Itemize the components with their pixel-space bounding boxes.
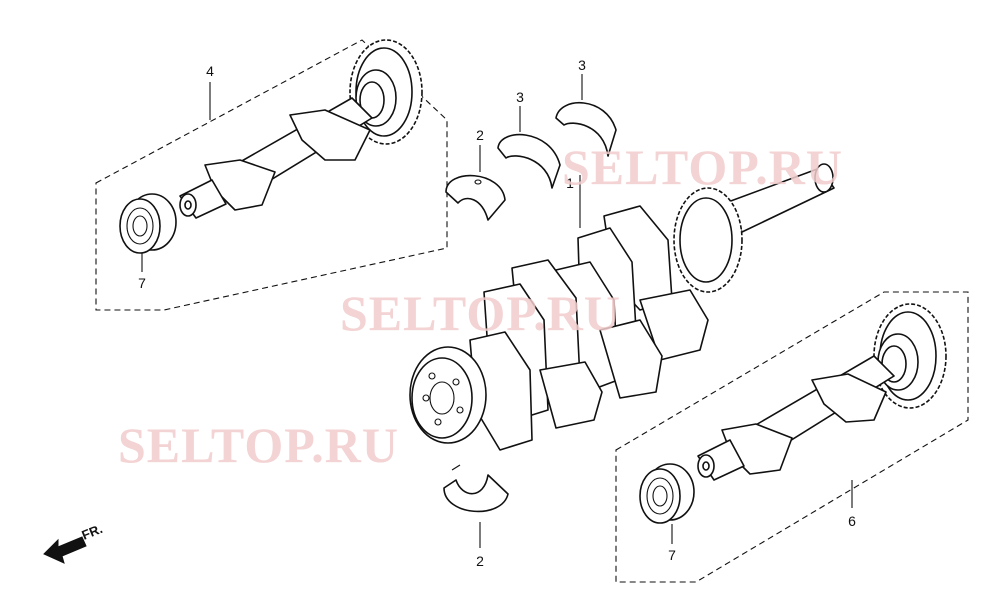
callout-7-lower: 7: [668, 547, 676, 563]
balancer-upper-group: 4 7: [95, 39, 448, 311]
direction-label: FR.: [80, 521, 105, 543]
group-outline-lower: [615, 291, 969, 583]
ball-bearing-lower: [639, 463, 695, 524]
bearing-upper: 2: [445, 127, 506, 221]
callout-3-b: 3: [578, 57, 586, 73]
watermark-top: SELTOP.RU: [562, 139, 843, 195]
callout-6: 6: [848, 513, 856, 529]
callout-4: 4: [206, 63, 214, 79]
arrow-icon: [43, 536, 87, 564]
callout-3-a: 3: [516, 89, 524, 105]
watermark-bottom: SELTOP.RU: [118, 417, 399, 473]
group-outline-upper: [95, 39, 448, 311]
bearing-lower: 2: [443, 464, 509, 569]
callout-7-upper: 7: [138, 275, 146, 291]
ball-bearing-upper: [119, 193, 177, 254]
thrust-washer-a: 3: [497, 89, 561, 189]
balancer-gear-upper: [349, 39, 423, 145]
callout-2-upper: 2: [476, 127, 484, 143]
balancer-lower-group: 6 7: [615, 291, 969, 583]
watermark-middle: SELTOP.RU: [340, 285, 621, 341]
balancer-weight-upper: [289, 109, 371, 161]
crankshaft: 1: [409, 163, 835, 451]
front-direction-indicator: FR.: [43, 521, 105, 564]
callout-2-lower: 2: [476, 553, 484, 569]
thrust-washer-b: 3: [555, 57, 617, 157]
callout-1-label: 1: [566, 175, 574, 191]
